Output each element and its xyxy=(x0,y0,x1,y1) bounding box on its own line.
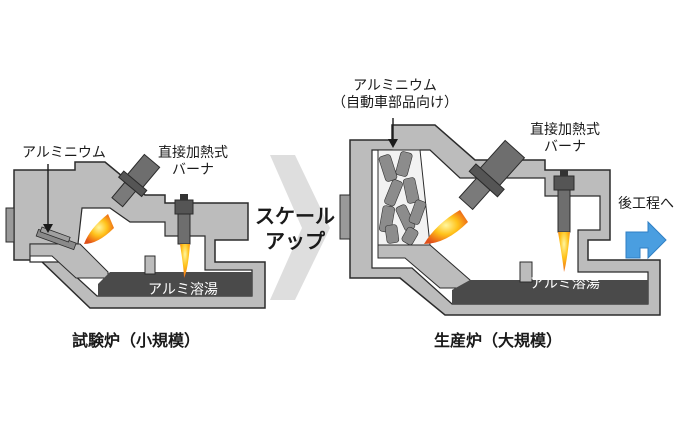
large-melt-label: アルミ溶湯 xyxy=(530,276,600,292)
large-furnace xyxy=(339,118,667,316)
next-step-arrow xyxy=(625,220,667,260)
small-angled-flame xyxy=(84,214,114,244)
large-vertical-flame xyxy=(558,232,570,272)
small-furnace-caption: 試験炉（小規模） xyxy=(72,331,201,350)
small-melt-pool xyxy=(98,272,252,296)
scale-up-label-line2: アップ xyxy=(265,229,325,253)
scale-up-label: スケール アップ xyxy=(250,204,340,254)
small-burner-label-line2: バーナ xyxy=(172,162,214,178)
large-furnace-caption: 生産炉（大規模） xyxy=(434,331,563,350)
large-pointer-head xyxy=(388,139,398,148)
scale-up-label-line1: スケール xyxy=(255,204,335,228)
small-door xyxy=(5,207,15,243)
large-burner-label-line2: バーナ xyxy=(544,139,586,155)
large-hearth-slope xyxy=(377,244,471,289)
large-divider xyxy=(519,261,533,283)
large-aluminium-label-line1: アルミニウム xyxy=(353,78,437,94)
large-melt-pool xyxy=(452,280,648,304)
large-aluminium-label-line2: （自動車部品向け） xyxy=(332,95,458,111)
small-divider xyxy=(144,255,156,275)
scale-up-arrow xyxy=(270,155,330,300)
large-aluminium-label: アルミニウム （自動車部品向け） xyxy=(330,78,460,112)
next-step-label: 後工程へ xyxy=(618,196,674,212)
large-burner-label: 直接加熱式 バーナ xyxy=(520,122,610,156)
small-vertical-flame xyxy=(180,244,190,278)
small-angled-burner xyxy=(111,153,161,208)
large-burner-label-line1: 直接加熱式 xyxy=(530,122,600,138)
small-vertical-burner xyxy=(174,194,194,245)
large-aluminium-parts xyxy=(378,151,427,246)
small-furnace xyxy=(5,153,266,309)
small-pointer-head xyxy=(43,224,53,233)
large-angled-flame xyxy=(424,210,468,244)
large-door xyxy=(339,194,351,240)
small-burner-label-line1: 直接加熱式 xyxy=(158,145,228,161)
large-vertical-burner xyxy=(553,170,575,233)
small-burner-label: 直接加熱式 バーナ xyxy=(148,145,238,179)
small-aluminium-label: アルミニウム xyxy=(22,145,106,161)
small-melt-label: アルミ溶湯 xyxy=(148,282,218,298)
large-angled-burner xyxy=(458,139,526,211)
small-hearth-ramp xyxy=(29,243,109,279)
